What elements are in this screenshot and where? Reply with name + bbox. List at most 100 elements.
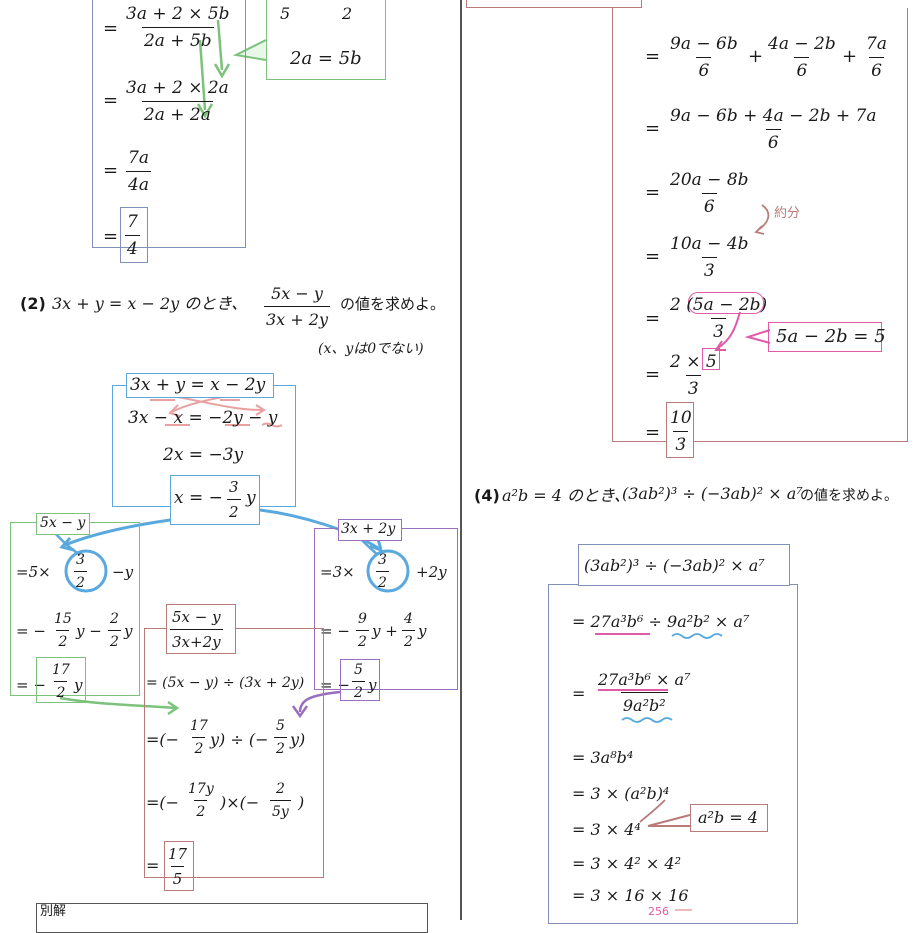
problem1-num-3: 7a [128,148,149,168]
problem2-middle-l2-den1: 2 [192,737,206,757]
problem3-l6-den: 3 [685,375,701,399]
problem3-answer-box [666,402,694,458]
problem4-l6: = 3 × 4² × 4² [572,854,682,873]
problem3-l2: 9a − 6b + 4a − 2b + 7a 6 [668,106,878,153]
problem2-middle-l3-den2: 5y [270,800,291,820]
problem2-right-l2-frac1: 9 2 [356,611,369,650]
problem3-l1-num1: 9a − 6b [670,34,738,54]
problem1-num-2: 3a + 2 × 2a [126,78,229,98]
problem4-statement-b: (3ab²)³ ÷ (−3ab)² × a⁷ [622,484,803,503]
problem3-l4-den: 3 [701,257,717,281]
problem2-left-l1-a: =5× [16,563,51,581]
problem2-right-answer-den: 2 [352,681,365,701]
problem3-l3-den: 6 [701,193,717,217]
problem3-l4-num: 10a − 4b [670,234,749,254]
problem4-l4: = 3 × (a²b)⁴ [572,784,670,803]
problem2-step4-prefix: x = − [174,488,223,508]
problem2-right-l1-den: 2 [376,571,389,591]
problem2-middle-l2-num1: 17 [190,718,208,734]
problem2-middle-l1: = (5x − y) ÷ (3x + 2y) [146,675,305,691]
problem2-middle-head-num: 5x − y [172,608,221,626]
problem2-right-head-box [338,519,402,541]
problem1-answer-box [120,207,148,263]
problem3-l6-five-box [702,348,720,370]
problem2-left-l1-num: 3 [76,552,85,568]
problem2-step1: 3x + y = x − 2y [130,375,266,395]
problem2-middle-l3-end: ) [298,793,305,812]
problem3-eq4: = [645,246,661,267]
problem3-l5-highlight [688,292,764,314]
problem2-left-l2-num2: 2 [110,611,119,627]
problem2-left-l2-frac2: 2 2 [108,611,121,650]
problem2-left-ans-eq: = − [16,676,46,694]
problem2-middle-l2-num2: 5 [276,718,285,734]
problem3-plus1: + [748,46,764,67]
problem4-head: (3ab²)³ ÷ (−3ab)² × a⁷ [584,556,765,575]
problem2-right-l2-den2: 2 [402,630,415,650]
problem2-step4-num: 3 [229,478,239,496]
problem3-l6-num: 2 × 5 [670,352,717,372]
problem1-side-relation: 2a = 5b [290,48,362,69]
problem2-middle-l3-den1: 2 [194,800,208,820]
problem3-eq6: = [645,364,661,385]
problem2-left-l1-frac: 3 2 [74,552,87,591]
alt-solution-label: 別解 [40,904,67,919]
problem2-statement-tail: の値を求めよ。 [340,295,446,313]
problem3-l4: 10a − 4b 3 [668,234,751,281]
problem3-answer: 10 3 [668,408,694,455]
problem2-middle-answer-num: 17 [168,845,188,863]
problem2-left-l2-num1: 15 [54,611,72,627]
problem2-left-head-box [36,513,90,535]
problem1-eq2: = [103,90,119,111]
problem3-reduce-note: 約分 [774,206,801,221]
problem2-right-l2-num1: 9 [358,611,367,627]
problem2-statement: 3x + y = x − 2y のとき、 [52,294,248,313]
problem2-step1-box [126,373,274,398]
problem3-eq5: = [645,308,661,329]
problem3-l6: 2 × 5 3 [668,352,719,399]
problem1-eq3: = [103,160,119,181]
problem3-l1-den1: 6 [696,57,712,81]
problem4-label: (4) [474,486,500,505]
problem2-step4-box [170,475,260,525]
problem4-note-256: 256 [648,905,669,918]
problem2-condition: (x、yは0でない) [318,341,424,357]
problem4-l3: = 3a⁸b⁴ [572,748,634,767]
alt-solution-box [36,903,428,933]
problem4-statement-tail: の値を求めよ。 [800,488,898,504]
problem2-right-answer: 5 2 [352,662,365,701]
problem3-eq3: = [645,182,661,203]
problem2-middle-l3-frac2: 2 5y [270,781,291,820]
problem2-right-l2-end: y [418,622,427,640]
problem2-left-answer-den: 2 [54,681,68,701]
problem4-statement-a: a²b = 4 のとき、 [502,486,630,505]
problem2-step3: 2x = −3y [163,445,244,465]
problem2-label: (2) [20,294,46,313]
problem2-right-l2-den1: 2 [356,630,369,650]
problem2-left-head: 5x − y [40,515,86,531]
problem2-right-answer-box [340,659,380,701]
problem1-answer-den: 4 [125,235,140,259]
problem2-step4-frac: 3 2 [227,478,241,521]
problem2-right-l1-b: +2y [416,563,447,581]
problem2-middle-answer-box [164,841,194,891]
problem1-answer-num: 7 [127,212,138,232]
problem2-target-den: 3x + 2y [264,306,330,329]
problem2-middle-answer: 17 5 [166,845,189,888]
problem2-target-num: 5x − y [271,284,323,303]
problem2-left-l2-den1: 2 [56,630,70,650]
problem2-right-l2-a: = − [320,622,350,640]
problem4-l2-den: 9a²b² [620,692,668,715]
problem3-eq2: = [645,118,661,139]
column-divider [460,0,462,920]
problem2-right-l1-a: =3× [320,563,355,581]
problem2-step4-suffix: y [246,488,256,508]
problem3-l1-frac3: 7a 6 [864,34,889,81]
problem4-side-box [690,804,768,832]
problem3-l1-frac2: 4a − 2b 6 [766,34,838,81]
problem2-left-l1-b: −y [112,563,134,581]
problem3-l1-frac1: 9a − 6b 6 [668,34,740,81]
problem1-answer: 7 4 [125,212,140,259]
problem3-l5-den: 3 [711,318,726,342]
problem2-target-expr: 5x − y 3x + 2y [264,284,330,329]
